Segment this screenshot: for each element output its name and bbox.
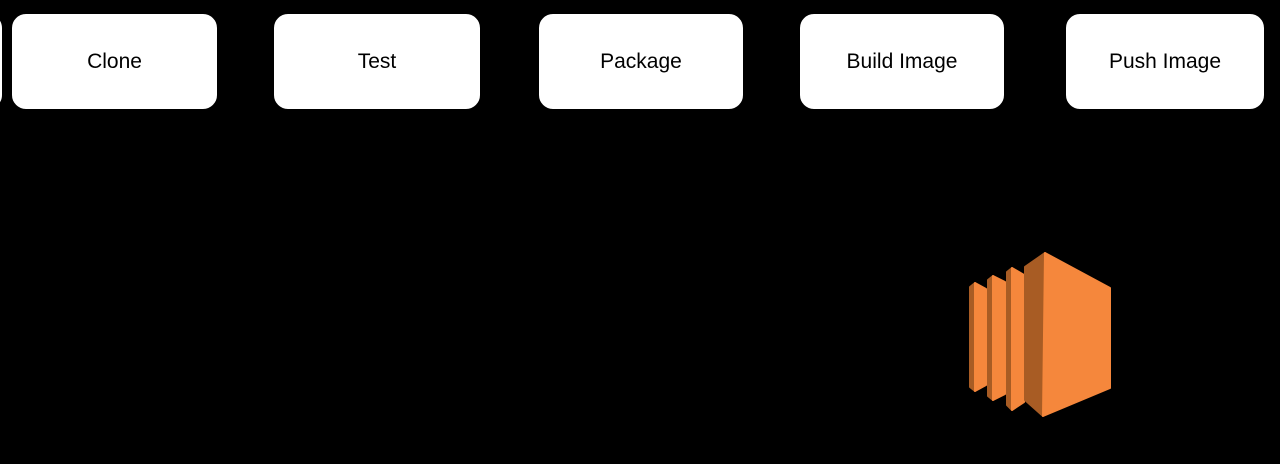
- node-package-label: Package: [600, 50, 682, 73]
- node-package: Package: [537, 12, 745, 111]
- node-test: Test: [272, 12, 482, 111]
- node-partial-left: [0, 12, 4, 111]
- node-build-image-label: Build Image: [846, 50, 958, 73]
- node-test-label: Test: [357, 50, 397, 73]
- node-push-image-label: Push Image: [1108, 50, 1222, 73]
- node-clone: Clone: [10, 12, 219, 111]
- aws-container-registry-icon: [969, 252, 1111, 417]
- node-clone-label: Clone: [87, 50, 142, 73]
- node-push-image: Push Image: [1064, 12, 1266, 111]
- node-build-image: Build Image: [798, 12, 1006, 111]
